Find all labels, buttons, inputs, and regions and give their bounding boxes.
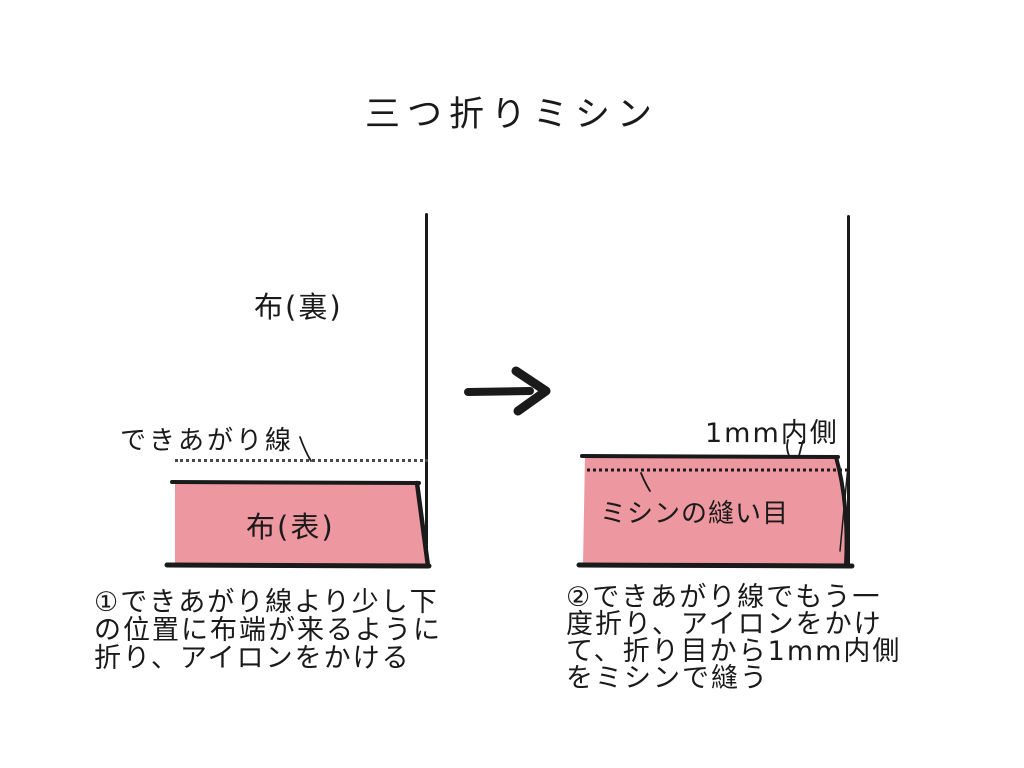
step1-fabric-shape <box>164 480 432 569</box>
step1-fabric-back-label: 布(裏) <box>254 290 343 324</box>
step2-caption-line1: ②できあがり線でもう一 <box>566 582 882 613</box>
step1-caption-line3: 折り、アイロンをかける <box>94 643 411 674</box>
right-arrow-icon <box>464 366 551 416</box>
step2-caption-line3: て、折り目から1mm内側 <box>566 636 902 667</box>
step2-fold-top-edge <box>580 454 840 459</box>
step2-stitch-label: ミシンの縫い目 <box>600 499 790 529</box>
step1-fabric-front-label: 布(表) <box>246 510 335 544</box>
step1-finish-line-label: できあがり線 <box>120 426 295 456</box>
step1-caption-line2: の位置に布端が来るように <box>94 615 442 646</box>
step2-fabric-edge-line <box>847 215 850 567</box>
step2-caption: ②できあがり線でもう一 度折り、アイロンをかけ て、折り目から1mm内側 をミシ… <box>566 584 901 692</box>
step2-caption-line2: 度折り、アイロンをかけ <box>566 609 883 640</box>
step1-fold-right-edge <box>414 480 431 569</box>
step1-fabric-edge-line <box>425 213 428 567</box>
step1-fabric-fill <box>175 483 428 566</box>
step2-1mm-inside-label: 1mm内側 <box>705 418 839 449</box>
step1-finish-dotted-line <box>175 459 428 462</box>
step2-inner-fold-line <box>839 465 849 552</box>
step2-stitch-leader <box>640 472 651 492</box>
step1-caption-line1: ①できあがり線より少し下 <box>94 587 439 618</box>
step2-fabric-shape <box>576 454 855 569</box>
page-title: 三つ折りミシン <box>364 95 659 135</box>
step1-caption: ①できあがり線より少し下 の位置に布端が来るように 折り、アイロンをかける <box>94 589 442 673</box>
step1-bottom-edge <box>164 562 432 569</box>
step2-fold-right-curve <box>834 455 849 567</box>
step2-bottom-edge <box>576 562 855 569</box>
step2-fabric-fill <box>583 456 846 565</box>
step1-fold-top-edge <box>170 480 421 485</box>
step2-caption-line4: をミシンで縫う <box>566 663 769 694</box>
